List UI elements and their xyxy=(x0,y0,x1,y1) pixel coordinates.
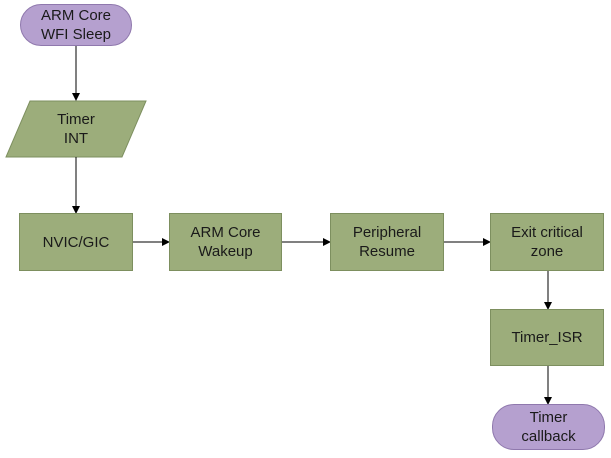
timer-callback-node: Timer callback xyxy=(492,404,605,450)
exit-critical-label: Exit critical zone xyxy=(511,224,583,260)
arm-wakeup-label: ARM Core Wakeup xyxy=(190,224,261,260)
timer-int-shape xyxy=(5,100,147,158)
timer-callback-label: Timer callback xyxy=(521,409,576,445)
exit-critical-node: Exit critical zone xyxy=(490,213,604,271)
start-node: ARM Core WFI Sleep xyxy=(20,4,132,46)
timer-isr-label: Timer_ISR xyxy=(511,329,583,346)
peripheral-resume-label: Peripheral Resume xyxy=(352,224,422,260)
nvic-gic-label: NVIC/GIC xyxy=(42,233,110,251)
peripheral-resume-node: Peripheral Resume xyxy=(330,213,444,271)
timer-isr-node: Timer_ISR xyxy=(490,309,604,366)
nvic-gic-node: NVIC/GIC xyxy=(19,213,133,271)
timer-int-label: Timer INT xyxy=(57,111,95,147)
start-node-label: ARM Core WFI Sleep xyxy=(40,7,112,43)
arm-wakeup-node: ARM Core Wakeup xyxy=(169,213,282,271)
